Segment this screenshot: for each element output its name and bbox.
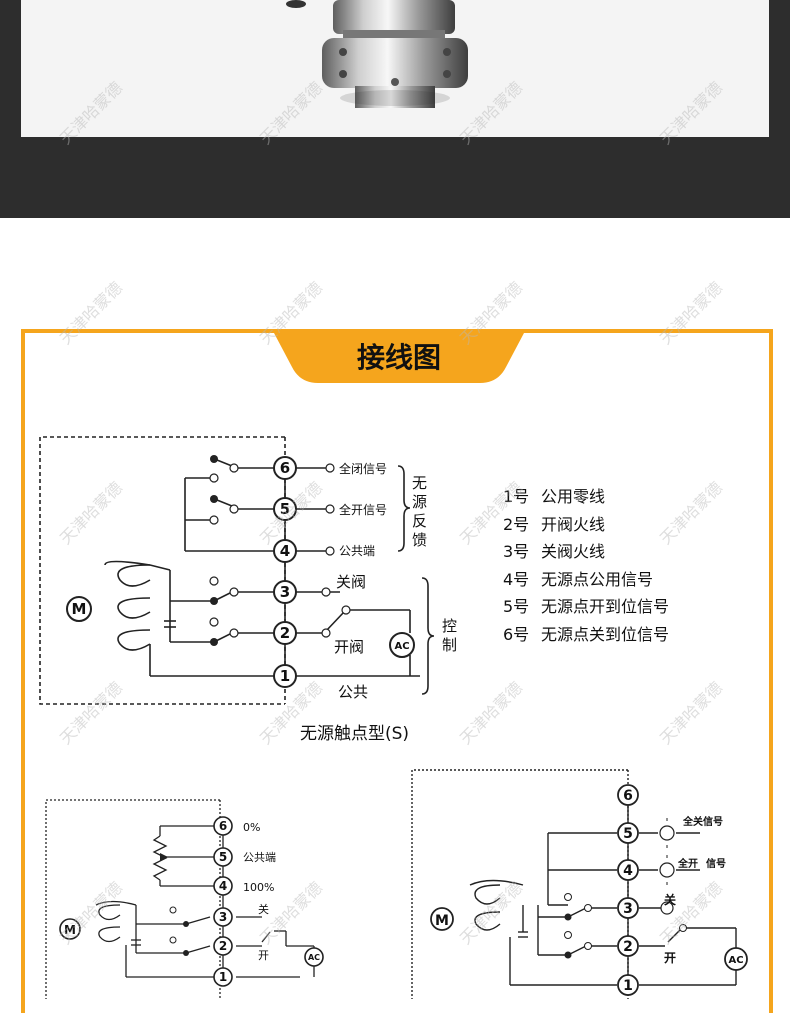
svg-text:1: 1: [219, 970, 227, 984]
svg-text:公共端: 公共端: [243, 851, 276, 864]
svg-text:3: 3: [219, 910, 227, 924]
legend-row-3: 3号关阀火线: [503, 542, 606, 561]
terminal-3: [273, 580, 297, 604]
terminal-label: 5: [280, 500, 290, 518]
svg-text:5: 5: [623, 826, 633, 842]
svg-text:全开: 全开: [677, 857, 698, 870]
lamp-open-icon: [659, 862, 675, 878]
svg-text:3: 3: [623, 901, 633, 917]
control-label: 控制: [442, 617, 457, 654]
svg-text:M: M: [64, 923, 76, 937]
svg-text:100%: 100%: [243, 881, 274, 894]
feedback-label: 无源反馈: [412, 474, 427, 549]
product-photo: [21, 0, 769, 137]
diagram-s-caption: 无源触点型(S): [300, 724, 410, 744]
terminal-2: [273, 621, 297, 645]
svg-text:关: 关: [258, 902, 269, 916]
housing-boundary: [39, 436, 285, 705]
legend-row-6: 6号无源点关到位信号: [503, 624, 670, 644]
svg-text:4: 4: [623, 863, 633, 879]
signal-open-label: 全开信号: [339, 502, 387, 517]
terminal-5: [273, 497, 297, 521]
svg-text:AC: AC: [728, 955, 743, 966]
svg-text:4: 4: [219, 879, 227, 893]
terminal-label: 1: [280, 667, 290, 685]
svg-text:5: 5: [219, 850, 227, 864]
terminal-label: 2: [280, 624, 290, 642]
svg-text:M: M: [435, 913, 449, 929]
wiring-card: [21, 329, 773, 1013]
page-title: 接线图: [356, 341, 441, 374]
terminal-6: [273, 456, 297, 480]
close-valve-label: 关阀: [336, 573, 366, 591]
valve-illustration: [286, 0, 468, 108]
ac-source: [389, 632, 415, 658]
legend-row-4: 4号无源点公用信号: [503, 569, 654, 589]
ac-label: AC: [394, 641, 409, 652]
terminal-1: [273, 664, 297, 688]
svg-text:全关信号: 全关信号: [682, 815, 723, 828]
svg-text:开: 开: [664, 951, 676, 965]
terminal-legend: 1号公用零线 2号开阀火线 3号关阀火线 4号无源点公用信号 5号无源点开到位信…: [503, 483, 669, 648]
open-valve-label: 开阀: [334, 638, 364, 656]
svg-text:2: 2: [623, 939, 633, 955]
signal-common-label: 公共端: [339, 544, 375, 558]
terminal-label: 3: [280, 583, 290, 601]
svg-text:0%: 0%: [243, 821, 260, 834]
lamp-close-small-icon: [660, 901, 674, 915]
svg-text:6: 6: [219, 819, 227, 833]
svg-text:6: 6: [623, 788, 633, 804]
terminal-4: [273, 539, 297, 563]
common-label: 公共: [338, 683, 368, 701]
motor-label: M: [72, 600, 87, 618]
legend-row-5: 5号无源点开到位信号: [503, 597, 670, 616]
terminal-label: 6: [280, 459, 290, 477]
motor-symbol: [66, 596, 92, 622]
svg-text:1: 1: [623, 978, 633, 994]
svg-text:2: 2: [219, 939, 227, 953]
lamp-close-icon: [659, 825, 675, 841]
legend-row-2: 2号开阀火线: [503, 514, 606, 534]
svg-text:信号: 信号: [706, 857, 726, 870]
legend-row-1: 1号公用零线: [503, 487, 606, 506]
svg-text:关: 关: [664, 892, 676, 907]
svg-text:AC: AC: [308, 953, 320, 962]
signal-close-label: 全闭信号: [339, 461, 387, 476]
svg-text:开: 开: [258, 949, 269, 962]
terminal-label: 4: [280, 542, 290, 560]
title-tab-shape: [274, 333, 524, 383]
